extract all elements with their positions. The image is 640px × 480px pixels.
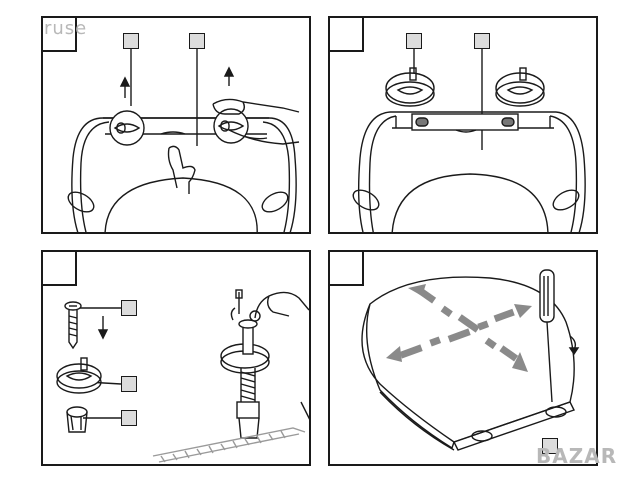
part-label-box-2b: [474, 33, 490, 49]
illustration-seat-adjust: [361, 269, 580, 451]
step-number-box-1: [43, 18, 77, 52]
illustration-hinges-removed: [352, 49, 586, 232]
panel-step-4: [328, 250, 598, 466]
part-label-box-2a: [406, 33, 422, 49]
part-label-box-4a: [542, 438, 558, 454]
step-number-box-2: [330, 18, 364, 52]
part-label-box-1a: [123, 33, 139, 49]
panel-step-2: [328, 16, 598, 234]
watermark-top: ruse: [44, 18, 88, 39]
illustration-remove-hinges: [67, 49, 300, 232]
illustration-hinge-parts: [56, 289, 309, 463]
part-label-box-3b: [121, 376, 137, 392]
watermark-bottom: BAZAR: [536, 444, 618, 468]
step-number-box-4: [330, 252, 364, 286]
step-number-box-3: [43, 252, 77, 286]
panel-step-3: [41, 250, 311, 466]
part-label-box-3c: [121, 410, 137, 426]
part-label-box-1b: [189, 33, 205, 49]
panel-step-1: [41, 16, 311, 234]
part-label-box-3a: [121, 300, 137, 316]
